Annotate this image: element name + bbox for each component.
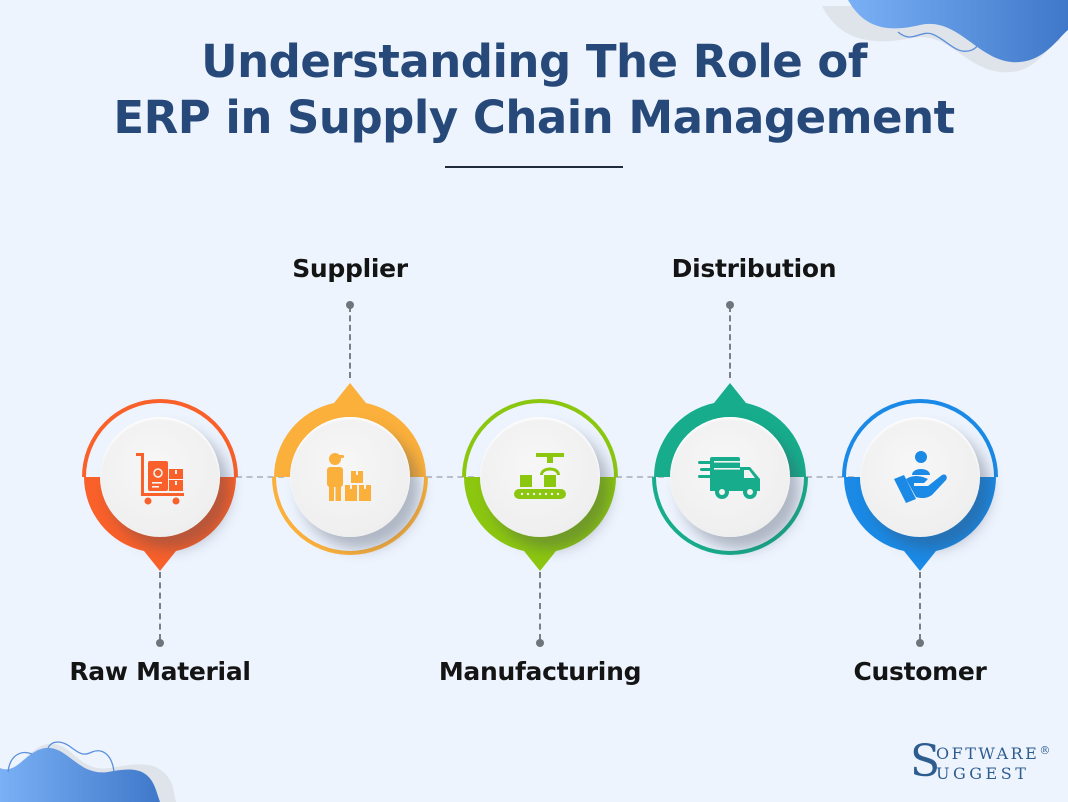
leader-dot-supplier [346, 301, 354, 309]
title-underline [445, 166, 623, 168]
connector-3-4 [616, 476, 664, 478]
connector-4-5 [806, 476, 854, 478]
worker-with-boxes-icon [327, 453, 371, 501]
icon-disc [860, 417, 980, 537]
stage-label-customer: Customer [853, 657, 987, 686]
leader-line-distribution [729, 306, 731, 378]
icon-disc [480, 417, 600, 537]
leader-line-manufacturing [539, 572, 541, 640]
title-line-1: Understanding The Role of [201, 35, 867, 88]
stage-label-raw-material: Raw Material [69, 657, 251, 686]
stage-label-supplier: Supplier [292, 254, 408, 283]
leader-dot-distribution [726, 301, 734, 309]
bottom-left-wave-decoration [0, 741, 176, 802]
page-title: Understanding The Role of ERP in Supply … [0, 34, 1068, 146]
connector-1-2 [236, 476, 284, 478]
leader-dot-raw-material [156, 639, 164, 647]
stage-label-manufacturing: Manufacturing [438, 657, 642, 686]
icon-disc [290, 417, 410, 537]
delivery-truck-icon [698, 457, 760, 499]
stage-distribution [650, 377, 810, 577]
logo-line-1: OFTWARE® [936, 744, 1053, 763]
stage-customer [840, 397, 1000, 597]
title-line-2: ERP in Supply Chain Management [113, 91, 955, 144]
hand-holding-person-icon [894, 451, 947, 503]
conveyor-robot-arm-icon [514, 453, 566, 499]
logo-line-2: UGGEST [936, 764, 1030, 783]
leader-line-customer [919, 572, 921, 640]
stage-label-distribution: Distribution [671, 254, 837, 283]
top-right-wave-decoration [822, 0, 1068, 80]
stage-raw-material [80, 397, 240, 597]
stage-manufacturing [460, 397, 620, 597]
leader-dot-manufacturing [536, 639, 544, 647]
leader-line-supplier [349, 306, 351, 378]
connector-2-3 [426, 476, 474, 478]
icon-disc [100, 417, 220, 537]
stage-supplier [270, 377, 430, 577]
leader-dot-customer [916, 639, 924, 647]
leader-line-raw-material [159, 572, 161, 640]
logo-initial: S [910, 736, 941, 787]
icon-disc [670, 417, 790, 537]
cart-with-goods-icon [136, 453, 184, 505]
